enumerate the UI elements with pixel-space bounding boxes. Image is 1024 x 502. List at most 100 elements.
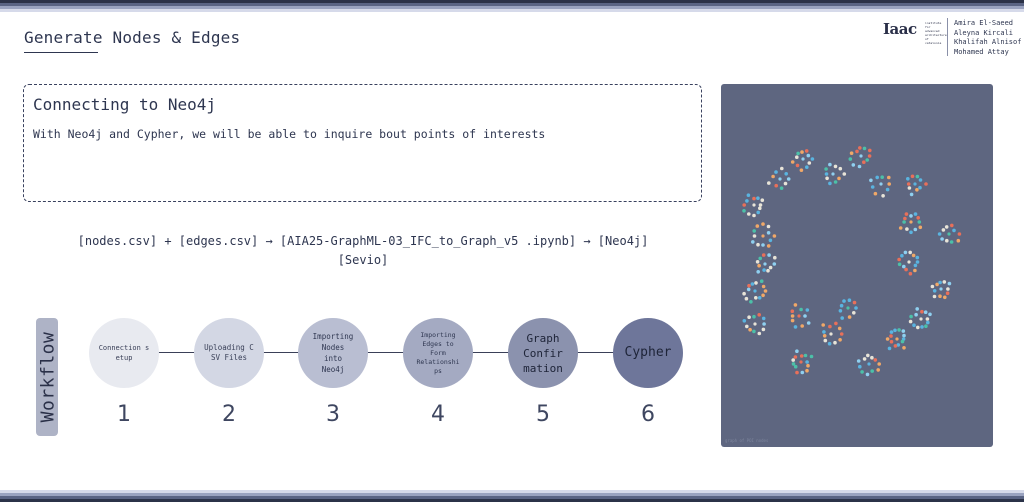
info-box-text: With Neo4j and Cypher, we will be able t… xyxy=(33,127,546,141)
graph-node xyxy=(795,349,799,354)
workflow-step-number: 1 xyxy=(117,402,131,427)
graph-node xyxy=(766,231,771,235)
graph-node xyxy=(796,151,800,156)
graph-node xyxy=(752,213,756,218)
graph-node xyxy=(897,262,902,267)
graph-node xyxy=(828,324,832,329)
stripe xyxy=(0,496,1024,499)
graph-node xyxy=(744,296,749,301)
graph-node xyxy=(758,203,763,207)
graph-node xyxy=(831,172,835,176)
graph-node xyxy=(909,220,913,224)
page-title: Generate Nodes & Edges xyxy=(24,28,241,47)
graph-node xyxy=(940,237,944,241)
graph-node xyxy=(915,307,919,311)
graph-node xyxy=(908,271,913,276)
graph-node xyxy=(904,267,908,272)
workflow-step-number: 3 xyxy=(326,402,340,427)
workflow-connector-line xyxy=(124,352,648,353)
graph-node xyxy=(905,227,909,231)
graph-node xyxy=(795,155,799,159)
graph-node xyxy=(791,358,795,362)
graph-node xyxy=(807,161,812,165)
graph-node xyxy=(865,158,869,162)
graph-node xyxy=(901,329,906,333)
graph-node xyxy=(902,346,906,350)
graph-node xyxy=(786,177,791,181)
graph-node xyxy=(907,186,912,190)
graph-node xyxy=(801,157,805,161)
graph-node xyxy=(893,328,897,333)
graph-node xyxy=(761,234,765,238)
graph-node xyxy=(865,372,870,377)
graph-node xyxy=(889,339,894,344)
graph-node xyxy=(805,360,809,364)
graph-node xyxy=(910,174,915,179)
graph-node xyxy=(916,325,920,330)
graph-node xyxy=(753,322,757,326)
graph-node xyxy=(911,253,916,258)
graph-node xyxy=(914,312,918,317)
pipeline-description: [nodes.csv] + [edges.csv] → [AIA25-Graph… xyxy=(24,232,702,270)
graph-node xyxy=(757,331,762,336)
graph-node xyxy=(766,268,770,273)
graph-node xyxy=(879,182,883,186)
graph-node xyxy=(750,282,755,286)
graph-node xyxy=(913,263,918,268)
graph-node xyxy=(856,359,861,363)
graph-node xyxy=(916,216,920,220)
graph-node xyxy=(800,324,804,328)
graph-node xyxy=(942,280,947,284)
graph-node xyxy=(912,323,916,327)
graph-node xyxy=(752,196,756,201)
graph-node xyxy=(795,370,799,375)
graph-visualization xyxy=(742,146,962,377)
graph-node xyxy=(774,183,778,188)
graph-node xyxy=(799,360,803,364)
graph-node xyxy=(945,291,950,295)
graph-node xyxy=(889,334,893,338)
graph-node xyxy=(862,160,866,164)
pipeline-line: [Sevio] xyxy=(337,253,389,267)
graph-node xyxy=(804,149,809,153)
graph-node xyxy=(903,250,908,255)
stripe xyxy=(0,490,1024,493)
graph-node xyxy=(790,318,795,323)
graph-node xyxy=(870,369,874,373)
graph-node xyxy=(854,306,858,310)
graph-node xyxy=(887,182,891,186)
graph-node xyxy=(779,186,784,190)
graph-node xyxy=(773,255,777,260)
graph-node xyxy=(932,294,937,299)
graph-node xyxy=(833,164,838,169)
graph-node xyxy=(778,177,782,181)
graph-node xyxy=(893,344,898,348)
graph-node xyxy=(909,214,913,218)
graph-node xyxy=(920,309,924,314)
graph-node xyxy=(803,314,807,318)
graph-node xyxy=(947,281,952,286)
graph-node xyxy=(797,314,801,318)
logo-divider xyxy=(947,18,948,56)
graph-node xyxy=(746,193,751,197)
graph-node xyxy=(791,362,796,366)
graph-node xyxy=(950,223,954,228)
graph-node xyxy=(742,209,746,213)
graph-node xyxy=(833,180,838,184)
graph-node xyxy=(903,216,907,221)
graph-node xyxy=(860,370,864,374)
graph-node xyxy=(915,174,920,179)
graph-node xyxy=(943,295,947,300)
graph-node xyxy=(862,146,867,151)
graph-node xyxy=(767,253,771,257)
author-name: Mohamed Attay xyxy=(954,47,1009,56)
graph-node xyxy=(754,281,758,285)
workflow-tab xyxy=(36,318,58,436)
workflow-label: Workflow xyxy=(37,331,59,423)
graph-node xyxy=(918,185,922,190)
graph-node xyxy=(837,176,841,181)
graph-node xyxy=(904,212,909,216)
graph-node xyxy=(824,172,829,176)
graph-node xyxy=(761,327,766,332)
